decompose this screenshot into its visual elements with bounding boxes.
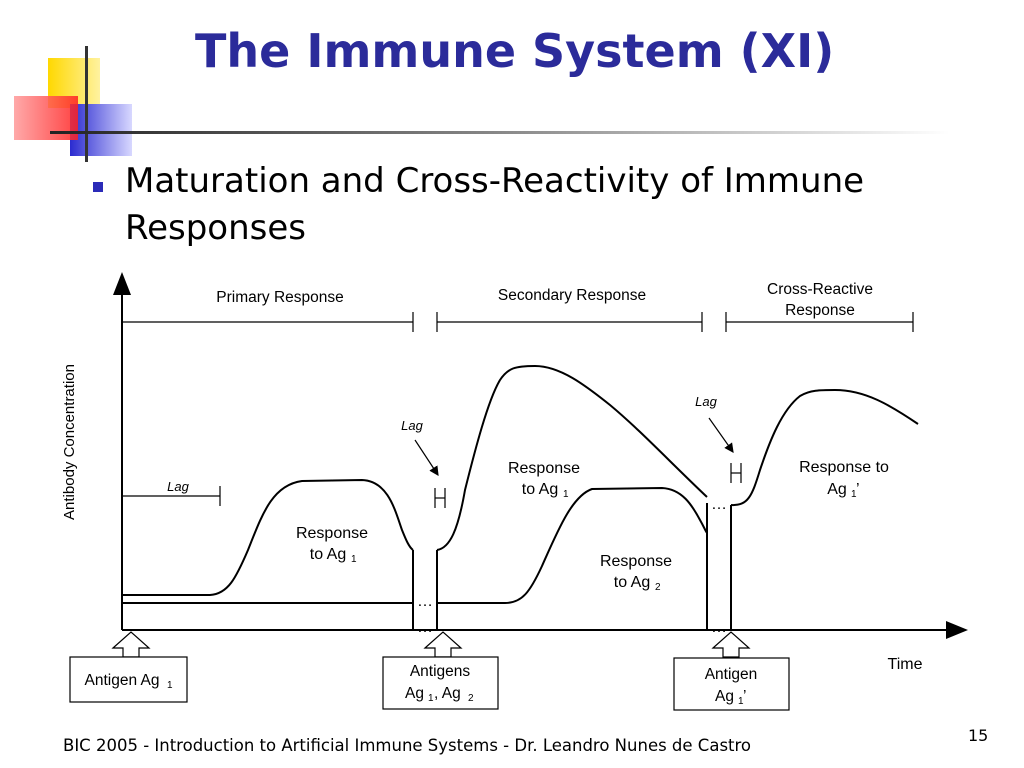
footer-text: BIC 2005 - Introduction to Artificial Im… bbox=[63, 736, 752, 755]
cross-reactive-label-line1: Cross-Reactive bbox=[767, 281, 873, 298]
ag2-subscript: 2 bbox=[655, 582, 661, 593]
antigen-arrow-2 bbox=[423, 631, 463, 658]
cross-label-line2: Ag bbox=[827, 481, 847, 498]
y-axis-arrowhead bbox=[113, 272, 131, 295]
ellipsis-primary-axis: … bbox=[417, 619, 433, 636]
lag-cross-arrow bbox=[708, 417, 734, 453]
bullet-text: Maturation and Cross-Reactivity of Immun… bbox=[125, 161, 865, 248]
antigen-box-3-subscript: 1 bbox=[738, 696, 744, 707]
slide-title: The Immune System (XI) bbox=[195, 24, 835, 78]
lag-cross-marker bbox=[730, 463, 742, 483]
antigen-box-1-label: Antigen Ag bbox=[85, 672, 160, 689]
ag2-label-line1: Response bbox=[600, 553, 672, 570]
ellipsis-cross-axis: … bbox=[711, 619, 727, 636]
page-number: 15 bbox=[968, 726, 989, 745]
x-axis-arrowhead bbox=[946, 621, 968, 639]
cross-prime: ’ bbox=[856, 481, 860, 498]
antigen-box-1 bbox=[69, 656, 188, 703]
primary-ag1-label-line1: Response bbox=[296, 525, 368, 542]
antigen-arrow-1 bbox=[111, 631, 151, 658]
secondary-ag1-label-line2: to Ag bbox=[522, 481, 558, 498]
lag-secondary-arrow bbox=[414, 439, 439, 477]
primary-ag1-label-line2: to Ag bbox=[310, 546, 346, 563]
antigen-box-3-line1: Antigen bbox=[705, 666, 758, 683]
antigen-arrow-3 bbox=[711, 631, 751, 658]
secondary-ag1-label-line1: Response bbox=[508, 460, 580, 477]
cross-reactive-curve bbox=[730, 388, 919, 507]
antigen-box-1-subscript: 1 bbox=[167, 680, 173, 691]
antigen-box-2-line1: Antigens bbox=[410, 663, 471, 680]
antigen-arrows bbox=[111, 631, 751, 658]
primary-response-curve bbox=[122, 478, 414, 596]
antigen-box-2-ag1: Ag bbox=[405, 685, 424, 702]
cross-reactive-label-line2: Response bbox=[785, 302, 855, 319]
lag-secondary-label: Lag bbox=[401, 418, 423, 433]
lag-secondary-marker bbox=[434, 488, 446, 508]
phase-brackets bbox=[122, 312, 914, 332]
primary-response-label: Primary Response bbox=[216, 289, 344, 306]
antigen-box-2 bbox=[382, 656, 499, 710]
antigen-box-3-ag: Ag bbox=[715, 688, 734, 705]
baseline-curves bbox=[122, 503, 732, 630]
antigen-box-3-prime: ’ bbox=[743, 688, 746, 705]
primary-ag1-subscript: 1 bbox=[351, 554, 357, 565]
ag2-label-line2: to Ag bbox=[614, 574, 650, 591]
response-ag2-curve bbox=[437, 486, 708, 604]
antigen-box-2-ag2: , Ag bbox=[434, 685, 461, 702]
y-axis-label: Antibody Concentration bbox=[61, 364, 78, 520]
secondary-response-label: Secondary Response bbox=[498, 287, 646, 304]
lag-cross-label: Lag bbox=[695, 394, 717, 409]
secondary-ag1-subscript: 1 bbox=[563, 489, 569, 500]
antigen-box-2-sub2: 2 bbox=[468, 693, 474, 704]
x-axis-label: Time bbox=[888, 656, 923, 673]
secondary-response-ag1-curve bbox=[436, 364, 708, 551]
lag-primary-label: Lag bbox=[167, 479, 189, 494]
ellipsis-primary-ag2: … bbox=[417, 593, 433, 610]
antigen-box-2-sub1: 1 bbox=[428, 693, 434, 704]
ellipsis-cross-curve: … bbox=[711, 496, 727, 513]
antigen-box-3 bbox=[673, 657, 790, 711]
bullet-marker bbox=[93, 182, 103, 192]
cross-label-line1: Response to bbox=[799, 459, 889, 476]
cross-subscript: 1 bbox=[851, 489, 857, 500]
